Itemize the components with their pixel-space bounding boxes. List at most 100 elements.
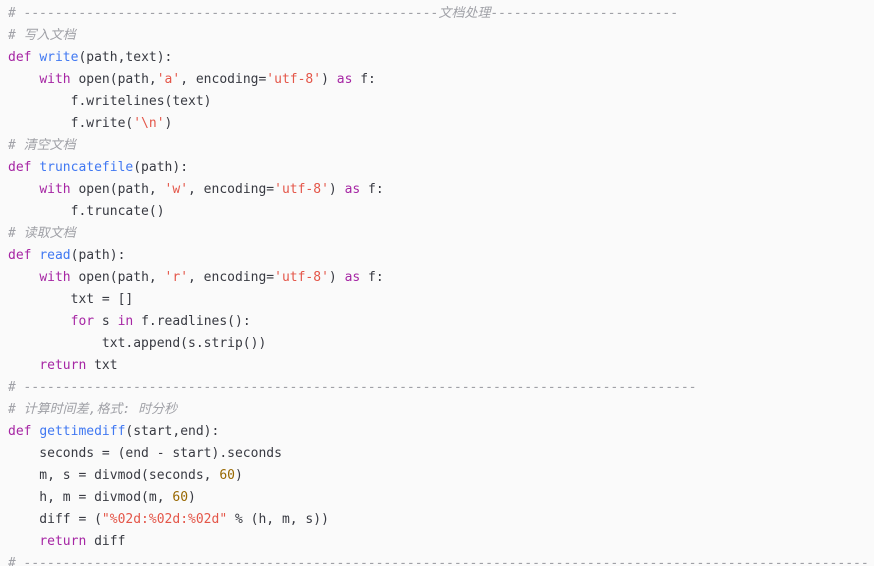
code-token-function: read xyxy=(39,248,71,263)
code-line: txt.append(s.strip()) xyxy=(8,333,866,355)
code-token-plain: f: xyxy=(352,72,376,87)
code-token-plain: , encoding= xyxy=(188,182,275,197)
code-token-string: 'utf-8' xyxy=(274,182,329,197)
code-line: # 读取文档 xyxy=(8,223,866,245)
code-token-comment: # 读取文档 xyxy=(8,226,76,241)
code-line: f.write('\n') xyxy=(8,113,866,135)
code-token-plain: h, m = divmod(m, xyxy=(8,490,173,505)
code-line: f.truncate() xyxy=(8,201,866,223)
code-line: for s in f.readlines(): xyxy=(8,311,866,333)
code-token-keyword: as xyxy=(336,72,353,87)
code-line: def truncatefile(path): xyxy=(8,157,866,179)
code-token-plain: txt.append(s.strip()) xyxy=(8,336,267,351)
code-token-plain: f.writelines(text) xyxy=(8,94,212,109)
code-token-plain: seconds = (end - start).seconds xyxy=(8,446,282,461)
code-token-keyword: return xyxy=(39,534,87,549)
code-token-keyword: in xyxy=(117,314,134,329)
code-token-plain: , encoding= xyxy=(188,270,275,285)
code-token-function: truncatefile xyxy=(39,160,134,175)
code-token-keyword: def xyxy=(8,50,32,65)
code-token-number: 60 xyxy=(172,490,189,505)
code-line: seconds = (end - start).seconds xyxy=(8,443,866,465)
code-token-plain: txt = [] xyxy=(8,292,134,307)
code-line: m, s = divmod(seconds, 60) xyxy=(8,465,866,487)
code-token-keyword: def xyxy=(8,424,32,439)
code-token-plain: (path): xyxy=(133,160,189,175)
code-token-string: 'utf-8' xyxy=(266,72,322,87)
code-line: with open(path, 'r', encoding='utf-8') a… xyxy=(8,267,866,289)
code-token-plain: f.write( xyxy=(8,116,134,131)
code-token-comment: # 计算时间差,格式: 时分秒 xyxy=(8,402,178,417)
code-token-plain: (path): xyxy=(70,248,126,263)
code-token-keyword: as xyxy=(344,270,361,285)
code-line: return txt xyxy=(8,355,866,377)
code-token-plain: (start,end): xyxy=(125,424,220,439)
code-line: # 写入文档 xyxy=(8,25,866,47)
code-line: f.writelines(text) xyxy=(8,91,866,113)
code-token-plain: ) xyxy=(328,270,345,285)
code-token-plain: ) xyxy=(328,182,345,197)
code-token-comment: # --------------------------------------… xyxy=(8,380,697,395)
code-token-string: 'r' xyxy=(164,270,189,285)
code-token-plain: f: xyxy=(360,182,384,197)
code-token-plain: open(path, xyxy=(70,270,165,285)
code-token-comment: # 清空文档 xyxy=(8,138,76,153)
code-line: # 清空文档 xyxy=(8,135,866,157)
code-line: # --------------------------------------… xyxy=(8,553,869,566)
code-line: with open(path,'a', encoding='utf-8') as… xyxy=(8,69,866,91)
code-token-string: '\n' xyxy=(133,116,165,131)
code-token-keyword: as xyxy=(344,182,361,197)
code-token-plain: diff = ( xyxy=(8,512,102,527)
code-token-plain: s xyxy=(94,314,118,329)
code-token-plain: txt xyxy=(86,358,118,373)
code-token-plain: ) xyxy=(188,490,196,505)
code-token-keyword: with xyxy=(39,182,71,197)
code-line: def gettimediff(start,end): xyxy=(8,421,866,443)
code-token-keyword: for xyxy=(70,314,95,329)
code-token-string: 'w' xyxy=(164,182,189,197)
code-token-plain: (path,text): xyxy=(78,50,173,65)
code-token-plain xyxy=(8,358,39,373)
code-line: def write(path,text): xyxy=(8,47,866,69)
code-token-plain: diff xyxy=(86,534,126,549)
code-token-plain xyxy=(8,314,71,329)
code-token-string: "%02d:%02d:%02d" xyxy=(101,512,228,527)
code-line: with open(path, 'w', encoding='utf-8') a… xyxy=(8,179,866,201)
code-line: return diff xyxy=(8,531,866,553)
code-token-keyword: with xyxy=(39,270,71,285)
code-token-plain: f: xyxy=(360,270,384,285)
code-token-plain xyxy=(8,270,39,285)
code-token-string: 'a' xyxy=(156,72,181,87)
code-line: # 计算时间差,格式: 时分秒 xyxy=(8,399,866,421)
code-token-plain: % (h, m, s)) xyxy=(227,512,329,527)
code-token-plain: f.readlines(): xyxy=(133,314,251,329)
code-token-number: 60 xyxy=(219,468,235,483)
code-token-function: gettimediff xyxy=(39,424,126,439)
code-line: diff = ("%02d:%02d:%02d" % (h, m, s)) xyxy=(8,509,866,531)
code-token-plain: ) xyxy=(321,72,337,87)
code-token-plain: ) xyxy=(164,116,173,131)
code-line: # --------------------------------------… xyxy=(8,377,866,399)
code-line: h, m = divmod(m, 60) xyxy=(8,487,866,509)
code-token-plain xyxy=(8,534,39,549)
code-token-comment: # --------------------------------------… xyxy=(8,556,869,566)
code-line: def read(path): xyxy=(8,245,866,267)
code-token-function: write xyxy=(39,50,79,65)
code-token-keyword: return xyxy=(39,358,87,373)
code-token-plain: , encoding= xyxy=(180,72,267,87)
code-token-string: 'utf-8' xyxy=(274,270,329,285)
code-token-comment: # 写入文档 xyxy=(8,28,76,43)
code-token-keyword: def xyxy=(8,248,32,263)
code-token-plain: ) xyxy=(234,468,243,483)
code-token-plain: open(path, xyxy=(70,72,157,87)
code-token-keyword: with xyxy=(39,72,71,87)
code-token-plain xyxy=(8,72,39,87)
code-line: txt = [] xyxy=(8,289,866,311)
code-line: # --------------------------------------… xyxy=(8,3,866,25)
code-token-plain: open(path, xyxy=(70,182,165,197)
code-token-keyword: def xyxy=(8,160,32,175)
code-token-plain xyxy=(8,182,39,197)
code-token-plain: f.truncate() xyxy=(8,204,165,219)
code-token-plain: m, s = divmod(seconds, xyxy=(8,468,220,483)
